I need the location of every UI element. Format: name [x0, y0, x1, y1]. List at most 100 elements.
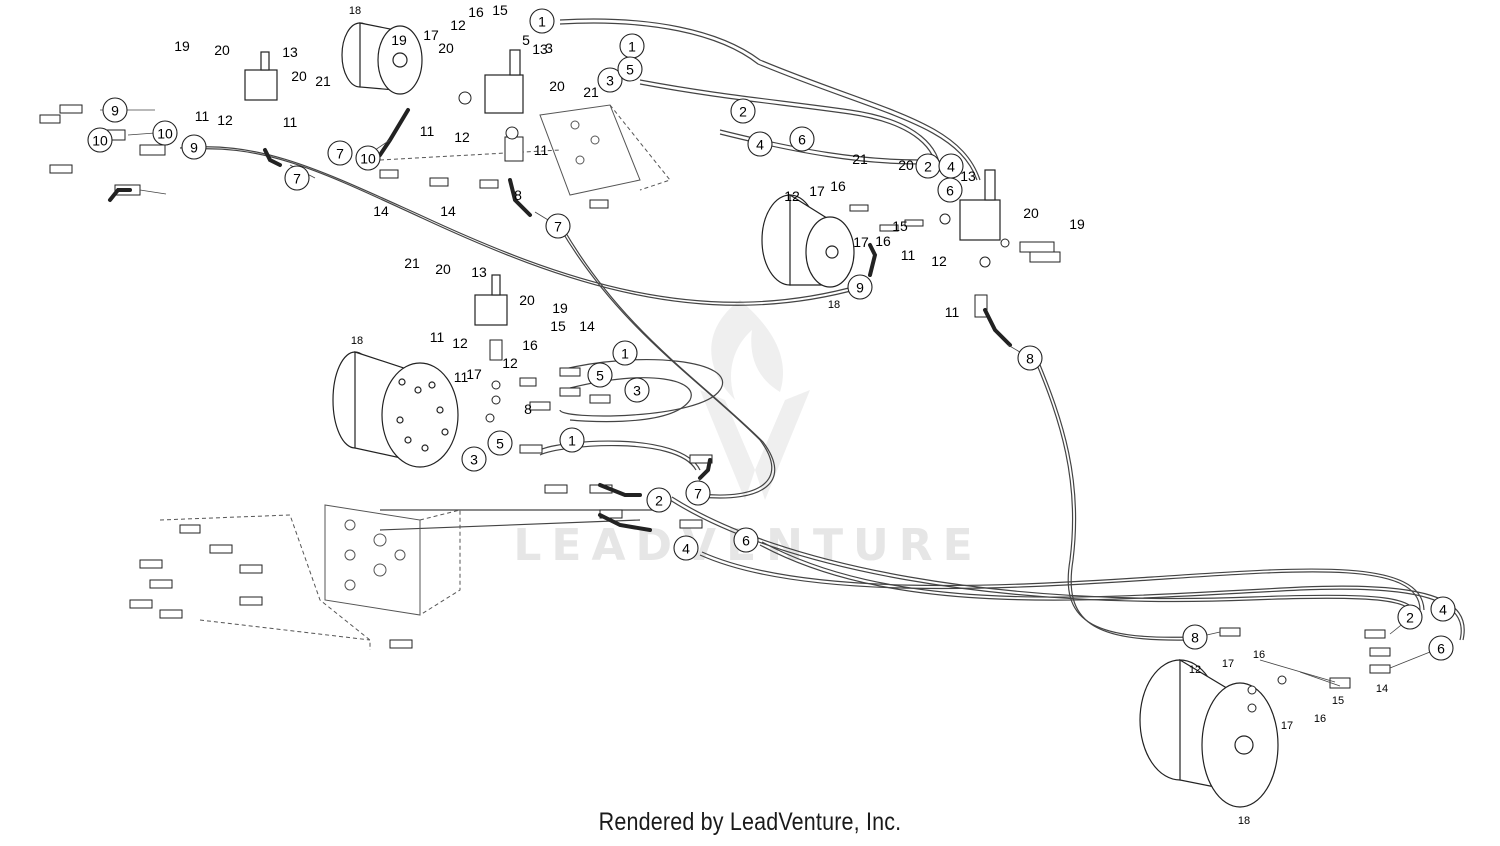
- callout-circle: [747, 131, 773, 157]
- callout-number: 4: [682, 541, 690, 557]
- callout-number: 7: [336, 146, 344, 162]
- part-label-12: 12: [502, 355, 518, 371]
- footer-credit: Rendered by LeadVenture, Inc.: [598, 808, 902, 836]
- part-label-13: 13: [282, 44, 298, 60]
- callout-number: 6: [1437, 641, 1445, 657]
- part-label-12: 12: [1189, 664, 1201, 676]
- part-label-18: 18: [351, 335, 363, 347]
- callout-10: 10: [152, 120, 178, 146]
- wheel-motor-left-middle: [332, 351, 459, 468]
- callout-circle: [181, 134, 207, 160]
- callout-circle: [284, 165, 310, 191]
- part-label-12: 12: [784, 188, 800, 204]
- callout-circle: [733, 527, 759, 553]
- wheel-motor-right-upper: [761, 193, 855, 288]
- callout-4: 4: [747, 131, 773, 157]
- part-label-17: 17: [853, 234, 869, 250]
- callout-6: 6: [789, 126, 815, 152]
- callout-circle: [461, 446, 487, 472]
- hose-lines: [179, 18, 1465, 641]
- callout-6: 6: [1428, 635, 1454, 661]
- part-label-14: 14: [373, 203, 389, 219]
- callout-number: 2: [739, 104, 747, 120]
- part-label-15: 15: [892, 218, 908, 234]
- part-label-21: 21: [852, 151, 868, 167]
- callout-number: 10: [360, 151, 376, 167]
- part-label-17: 17: [1281, 720, 1293, 732]
- callout-number: 8: [1026, 351, 1034, 367]
- part-label-18: 18: [349, 5, 361, 17]
- callout-number: 6: [946, 183, 954, 199]
- callout-number: 10: [92, 133, 108, 149]
- part-label-12: 12: [931, 253, 947, 269]
- part-label-5: 5: [522, 32, 530, 48]
- callout-number: 2: [924, 159, 932, 175]
- callout-circle: [87, 127, 113, 153]
- part-label-16: 16: [830, 178, 846, 194]
- callout-circle: [1182, 624, 1208, 650]
- callout-10: 10: [355, 145, 381, 171]
- callout-1: 1: [619, 33, 645, 59]
- part-label-17: 17: [1222, 658, 1234, 670]
- callout-number: 7: [293, 171, 301, 187]
- part-label-15: 15: [492, 2, 508, 18]
- callout-2: 2: [730, 98, 756, 124]
- callout-5: 5: [487, 430, 513, 456]
- leader-lines: [100, 109, 1441, 687]
- callout-number: 6: [742, 533, 750, 549]
- callout-number: 9: [111, 103, 119, 119]
- part-label-19: 19: [391, 32, 407, 48]
- callout-number: 1: [621, 346, 629, 362]
- part-label-11: 11: [283, 114, 298, 130]
- part-label-12: 12: [454, 129, 470, 145]
- callout-5: 5: [587, 362, 613, 388]
- callout-7: 7: [685, 480, 711, 506]
- part-label-19: 19: [1069, 216, 1085, 232]
- part-label-12: 12: [217, 112, 233, 128]
- callout-number: 9: [856, 280, 864, 296]
- part-label-19: 19: [174, 38, 190, 54]
- callout-circle: [1017, 345, 1043, 371]
- callout-9: 9: [847, 274, 873, 300]
- callout-circle: [545, 213, 571, 239]
- callout-circle: [685, 480, 711, 506]
- watermark-flame-logo: [700, 300, 810, 500]
- part-label-19: 19: [552, 300, 568, 316]
- callout-9: 9: [181, 134, 207, 160]
- callout-2: 2: [646, 487, 672, 513]
- callout-circle: [1397, 604, 1423, 630]
- callout-circle: [529, 8, 555, 34]
- hose-5-left: [539, 440, 701, 471]
- part-label-20: 20: [435, 261, 451, 277]
- callout-circle: [617, 56, 643, 82]
- callout-circle: [1428, 635, 1454, 661]
- part-label-16: 16: [1253, 649, 1265, 661]
- part-label-16: 16: [875, 233, 891, 249]
- wheel-motor-upper-left: [341, 22, 423, 95]
- callout-number: 4: [1439, 602, 1447, 618]
- callout-3: 3: [597, 67, 623, 93]
- part-label-18: 18: [1238, 815, 1250, 827]
- part-label-11: 11: [195, 108, 210, 124]
- callout-4: 4: [1430, 596, 1456, 622]
- hose-3-upper: [639, 79, 941, 171]
- callout-number: 1: [568, 433, 576, 449]
- callout-circle: [102, 97, 128, 123]
- callout-number: 4: [947, 159, 955, 175]
- valve-block-left-middle: [474, 274, 508, 326]
- part-label-11: 11: [901, 247, 916, 263]
- callout-circle: [487, 430, 513, 456]
- elbow-hoses: [108, 108, 1012, 532]
- part-label-18: 18: [828, 299, 840, 311]
- mounting-bracket-lower: [159, 504, 461, 650]
- callout-number: 8: [1191, 630, 1199, 646]
- part-label-14: 14: [579, 318, 595, 334]
- callout-number: 5: [626, 62, 634, 78]
- callout-6: 6: [937, 177, 963, 203]
- callout-number: 9: [190, 140, 198, 156]
- part-label-8: 8: [514, 187, 522, 203]
- hose-6-upper: [719, 129, 921, 161]
